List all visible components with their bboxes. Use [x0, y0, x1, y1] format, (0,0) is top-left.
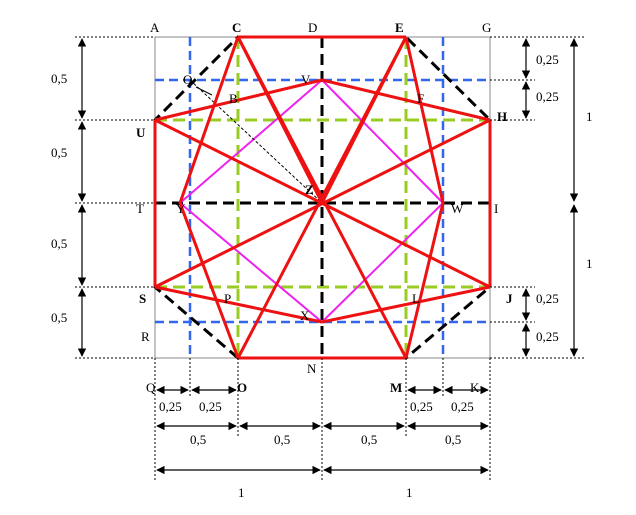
- extension-lines: [75, 36, 585, 480]
- dim-right-side-1: 1: [586, 109, 593, 124]
- dim-left-1: 0,5: [51, 71, 67, 86]
- label-E: E: [395, 20, 404, 35]
- dim-bottom-q-1: 0,25: [159, 399, 182, 414]
- label-U: U: [136, 125, 146, 140]
- dim-bottom-h-3: 0,5: [361, 432, 377, 447]
- dim-bottom-1-left: 1: [238, 485, 245, 500]
- angle-mark: [195, 86, 213, 96]
- dim-bottom-h-4: 0,5: [445, 432, 461, 447]
- label-T: T: [136, 201, 144, 216]
- label-I: I: [494, 201, 498, 216]
- dim-right-top-1: 0,25: [536, 52, 559, 67]
- label-S: S: [139, 291, 146, 306]
- dim-right-bottom-1: 0,25: [536, 291, 559, 306]
- dim-right-top-2: 0,25: [536, 89, 559, 104]
- label-G: G: [482, 20, 491, 35]
- label-Q: Q: [146, 380, 156, 395]
- auxiliary-diagonal: [189, 79, 323, 204]
- label-P: P: [224, 291, 231, 306]
- label-B: B: [229, 91, 238, 106]
- label-O-top: O: [183, 72, 192, 87]
- dim-right-bottom-2: 0,25: [536, 329, 559, 344]
- label-K: K: [470, 380, 480, 395]
- dimension-arrows: [77, 38, 579, 475]
- label-M: M: [390, 380, 402, 395]
- label-N: N: [307, 361, 317, 376]
- dim-bottom-q-4: 0,25: [451, 399, 474, 414]
- dim-right-side-2: 1: [586, 256, 593, 271]
- label-J: J: [506, 291, 513, 306]
- label-L: L: [412, 291, 420, 306]
- label-A: A: [150, 20, 160, 35]
- label-V: V: [301, 72, 311, 87]
- dim-left-3: 0,5: [51, 236, 67, 251]
- dim-bottom-1-right: 1: [406, 485, 413, 500]
- label-Z: Z: [305, 182, 314, 197]
- label-R: R: [141, 329, 150, 344]
- label-Y: Y: [176, 201, 186, 216]
- dim-bottom-q-3: 0,25: [410, 399, 433, 414]
- dim-bottom-q-2: 0,25: [199, 399, 222, 414]
- star-lines: [153, 35, 492, 360]
- label-F: F: [417, 91, 424, 106]
- label-C: C: [232, 20, 241, 35]
- dim-left-2: 0,5: [51, 145, 67, 160]
- dim-bottom-h-2: 0,5: [274, 432, 290, 447]
- label-O-bottom: O: [237, 380, 247, 395]
- label-X: X: [300, 308, 310, 323]
- dim-left-4: 0,5: [51, 310, 67, 325]
- label-D: D: [308, 20, 317, 35]
- dim-bottom-h-1: 0,5: [190, 432, 206, 447]
- label-H: H: [497, 109, 507, 124]
- label-W: W: [451, 201, 464, 216]
